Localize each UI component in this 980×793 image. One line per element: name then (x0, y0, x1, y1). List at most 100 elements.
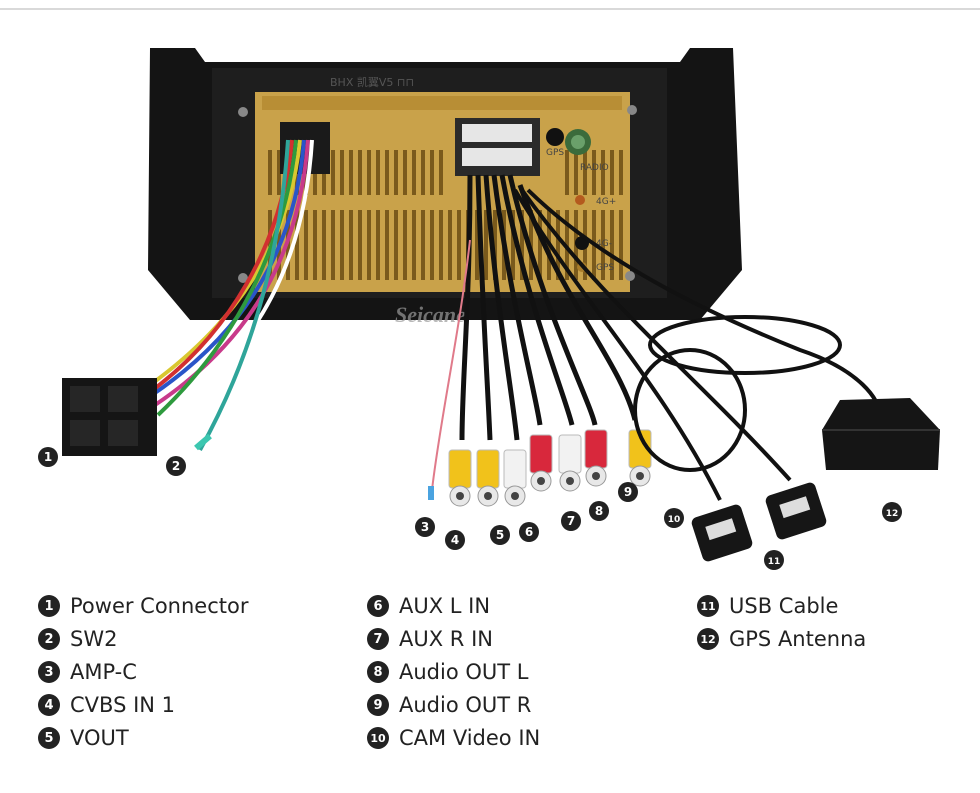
vent-slot (322, 210, 326, 280)
rca-plugs (448, 429, 652, 507)
vent-slot (349, 210, 353, 280)
rca-wires (459, 174, 882, 501)
vent-slot (385, 210, 389, 280)
vent-slot (394, 150, 398, 195)
amp-c-wire (431, 239, 471, 491)
top-divider (0, 8, 980, 10)
usb-cable-connectors (691, 482, 827, 562)
rca-plug (448, 449, 472, 507)
svg-text:8: 8 (595, 504, 603, 518)
gps-port (546, 128, 564, 146)
vent-slot (376, 150, 380, 195)
vent-slot (619, 210, 623, 280)
callout-6: 6 (519, 522, 539, 542)
legend-label: AUX L IN (399, 594, 491, 618)
gps-antenna (822, 398, 940, 470)
legend-number: 11 (697, 595, 719, 617)
legend-number: 7 (367, 628, 389, 650)
legend-label: SW2 (70, 627, 118, 651)
screw-icon (627, 105, 637, 115)
watermark: Seicane (395, 302, 466, 327)
legend-item-4: 4 CVBS IN 1 (38, 691, 175, 719)
cable-coils (633, 315, 842, 472)
legend-number: 4 (38, 694, 60, 716)
legend-number: 1 (38, 595, 60, 617)
vent-slot (601, 150, 605, 195)
vent-slot (268, 150, 272, 195)
fourg-port-1 (575, 195, 585, 205)
legend-item-1: 1 Power Connector (38, 592, 248, 620)
vent-slot (358, 150, 362, 195)
fourg-plus-label: 4G+ (596, 197, 616, 207)
radio-label: RADIO (580, 163, 609, 173)
legend-label: AUX R IN (399, 627, 493, 651)
vent-slot (277, 150, 281, 195)
vent-slot (358, 210, 362, 280)
legend-label: GPS Antenna (729, 627, 867, 651)
vent-slot (493, 210, 497, 280)
screw-icon (238, 273, 248, 283)
screw-icon (238, 107, 248, 117)
vent-slot (412, 150, 416, 195)
callout-4: 4 (445, 530, 465, 550)
sw2-wire-tip (194, 433, 212, 451)
vent-slot (610, 150, 614, 195)
vent-slot (403, 150, 407, 195)
vent-slot (556, 210, 560, 280)
vent-slot (457, 210, 461, 280)
vent-slot (601, 210, 605, 280)
case-top-strip (262, 96, 622, 110)
legend-item-9: 9 Audio OUT R (367, 691, 531, 719)
vent-slot (331, 210, 335, 280)
rca-plug (529, 434, 553, 492)
vent-slot (412, 210, 416, 280)
callout-9: 9 (618, 482, 638, 502)
vent-slot (439, 150, 443, 195)
vent-slot (439, 210, 443, 280)
vent-slot (574, 150, 578, 195)
svg-text:7: 7 (567, 514, 575, 528)
vent-slot (304, 210, 308, 280)
svg-text:11: 11 (768, 557, 781, 567)
vent-slot (394, 210, 398, 280)
gps-label: GPS (546, 148, 564, 158)
rca-plug (476, 449, 500, 507)
legend-item-12: 12 GPS Antenna (697, 625, 866, 653)
vent-slot (331, 150, 335, 195)
legend-number: 6 (367, 595, 389, 617)
fourg-minus-label: 4G- (596, 239, 612, 249)
amp-c-tip (428, 486, 434, 500)
vent-slot (520, 210, 524, 280)
vent-slot (403, 210, 407, 280)
legend-label: Audio OUT R (399, 693, 532, 717)
svg-text:2: 2 (172, 459, 180, 473)
legend-label: Power Connector (70, 594, 249, 618)
callout-7: 7 (561, 511, 581, 531)
rca-plug (503, 449, 527, 507)
svg-text:9: 9 (624, 485, 632, 499)
vent-slot (565, 150, 569, 195)
legend-label: CVBS IN 1 (70, 693, 176, 717)
screw-icon (625, 271, 635, 281)
vent-slot (592, 150, 596, 195)
vent-slot (448, 210, 452, 280)
legend-number: 12 (697, 628, 719, 650)
legend-number: 5 (38, 727, 60, 749)
panel-top-text: BHX 凯翼V5 ⊓⊓ (330, 76, 414, 89)
rca-plug (558, 434, 582, 492)
callout-12: 12 (882, 502, 902, 522)
vent-slot (430, 150, 434, 195)
vent-slot (475, 210, 479, 280)
gps2-label: GPS (596, 263, 614, 273)
legend-item-6: 6 AUX L IN (367, 592, 490, 620)
rca-plug (584, 429, 608, 487)
legend-item-7: 7 AUX R IN (367, 625, 493, 653)
callout-1: 1 (38, 447, 58, 467)
legend-number: 9 (367, 694, 389, 716)
vent-slot (367, 150, 371, 195)
